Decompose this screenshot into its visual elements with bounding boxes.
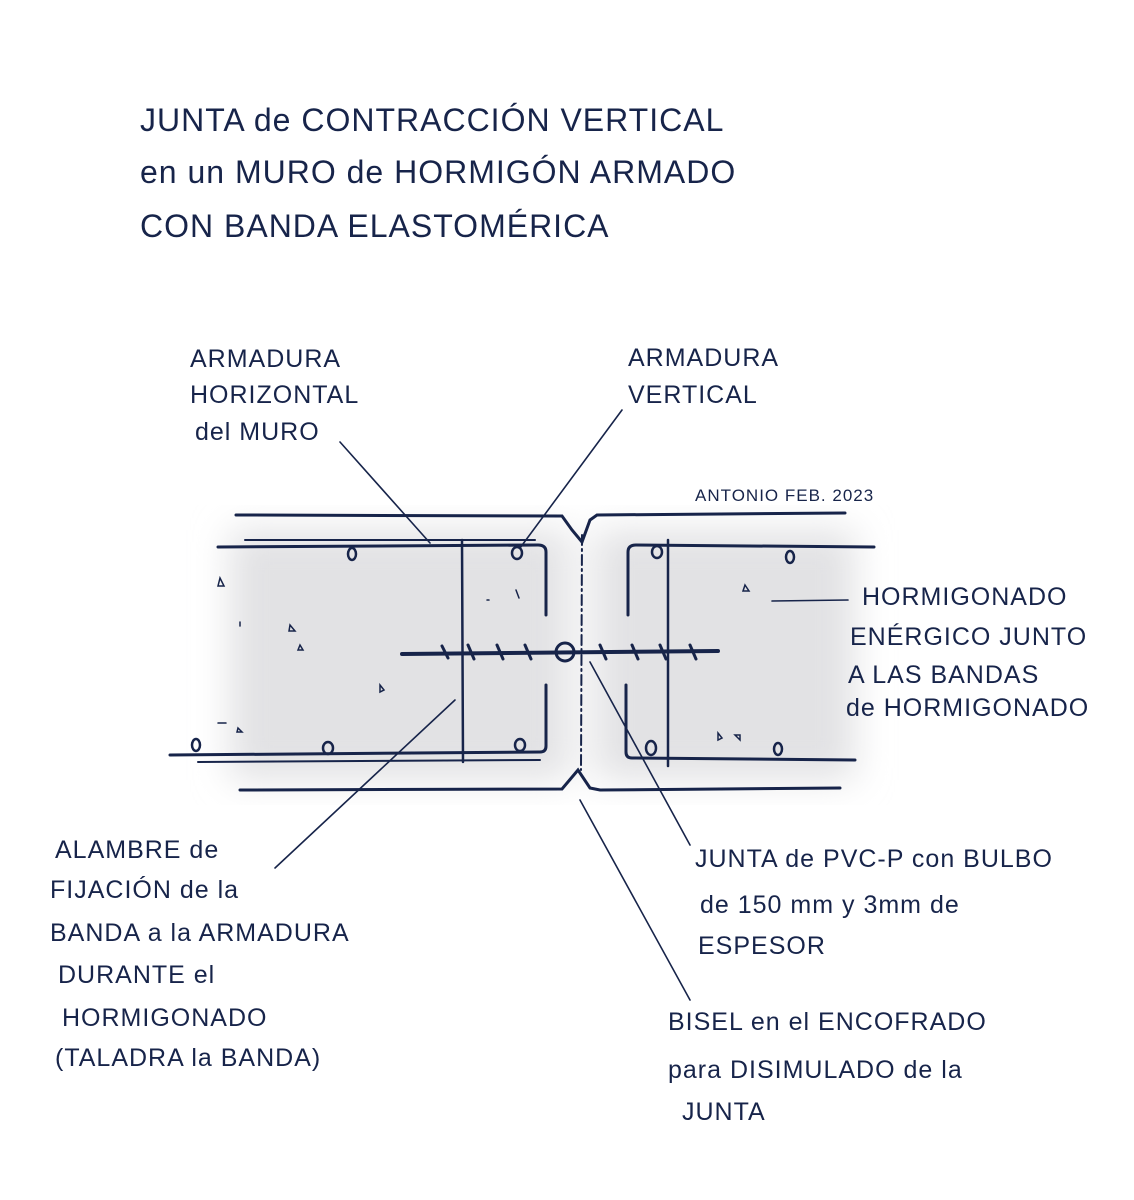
label-line: de HORMIGONADO (846, 694, 1090, 722)
label-line: (TALADRA la BANDA) (55, 1044, 322, 1072)
rebar-bottom-right (624, 683, 857, 762)
signature: ANTONIO FEB. 2023 (695, 486, 875, 505)
label-line: ENÉRGICO JUNTO (850, 623, 1088, 651)
label-line: ARMADURA (628, 344, 780, 372)
label-line: HORIZONTAL (190, 381, 360, 409)
band-ribs (440, 643, 698, 661)
label-line: JUNTA de PVC-P con BULBO (695, 845, 1053, 873)
label-line: BANDA a la ARMADURA (50, 919, 350, 947)
label-line: para DISIMULADO de la (668, 1056, 963, 1084)
label-line: del MURO (195, 418, 320, 446)
rebar-sections (190, 544, 796, 757)
aggregate-marks (217, 575, 751, 742)
pvc-band (400, 649, 720, 656)
label-line: ARMADURA (190, 345, 342, 373)
vertical-rebar-left (460, 538, 465, 764)
label-line: JUNTA (682, 1098, 766, 1126)
label-line: DURANTE el (58, 961, 216, 989)
label-line: BISEL en el ENCOFRADO (668, 1008, 987, 1036)
leader-lines (274, 409, 849, 1001)
label-line: ESPESOR (698, 932, 826, 960)
label-line: A LAS BANDAS (848, 661, 1040, 689)
label-line: VERTICAL (628, 381, 758, 409)
label-line: ALAMBRE de (55, 836, 220, 864)
title-line-1: JUNTA de CONTRACCIÓN VERTICAL (140, 102, 725, 138)
title-line-2: en un MURO de HORMIGÓN ARMADO (140, 154, 737, 190)
label-line: HORMIGONADO (62, 1004, 268, 1032)
wall-bottom-face (238, 767, 842, 792)
rebar-top-left (216, 543, 548, 617)
label-line: FIJACIÓN de la (50, 876, 240, 904)
joint-line (580, 534, 583, 771)
label-line: HORMIGONADO (862, 583, 1068, 611)
title-line-3: CON BANDA ELASTOMÉRICA (140, 208, 610, 244)
bulb (554, 641, 576, 663)
label-line: de 150 mm y 3mm de (700, 891, 960, 919)
rebar-bottom-left (168, 683, 548, 757)
rebar-top-right (626, 543, 876, 617)
rebar-bottom-left-2 (197, 759, 541, 763)
concrete-wash (230, 530, 855, 780)
